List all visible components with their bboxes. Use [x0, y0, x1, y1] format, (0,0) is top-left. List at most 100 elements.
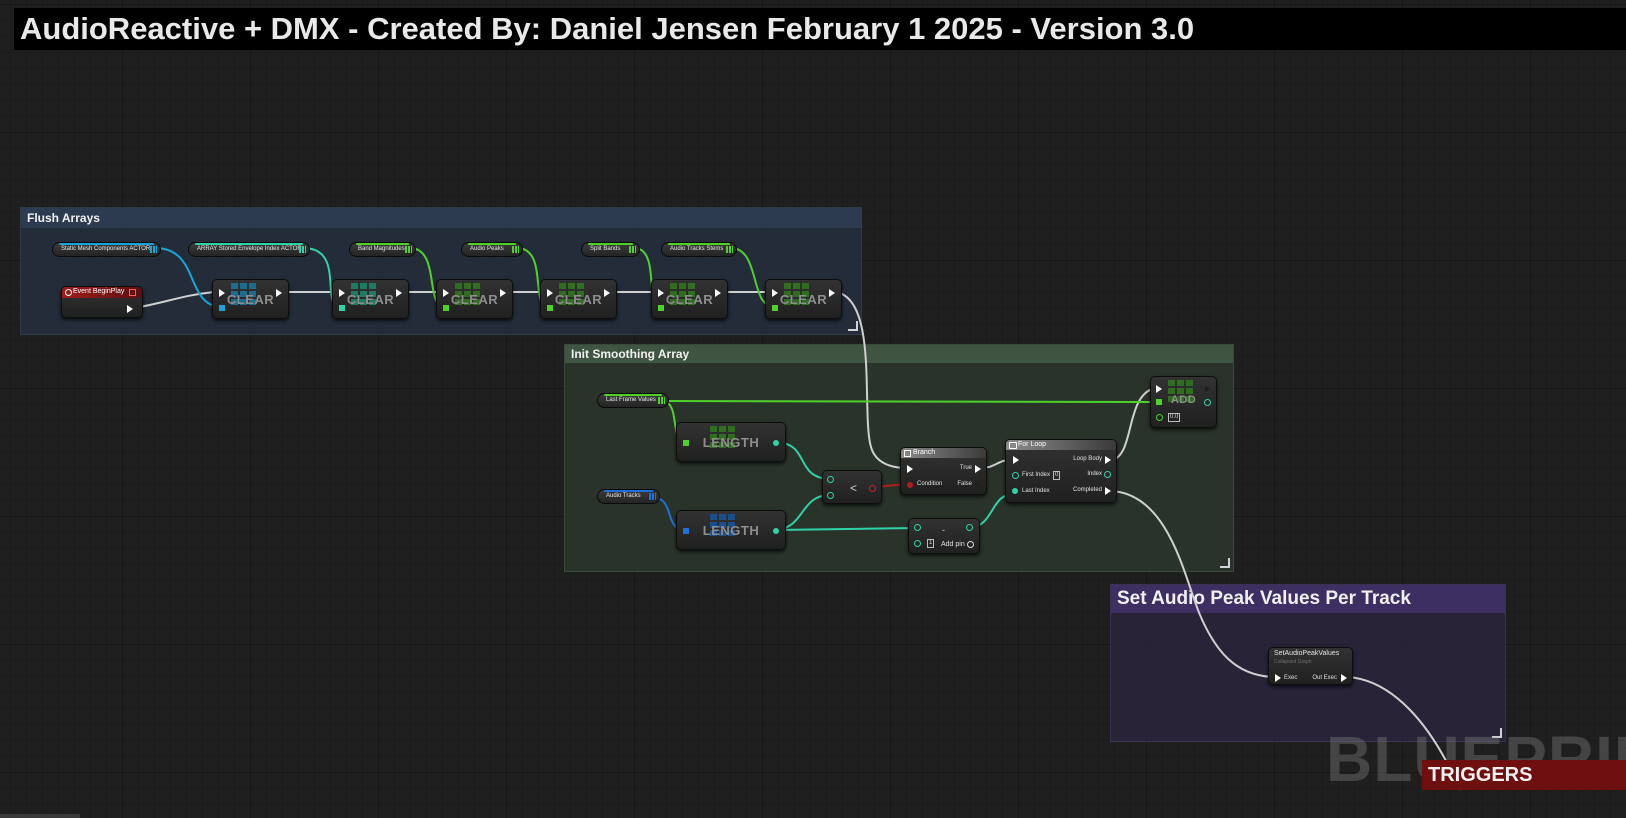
exec-out-pin[interactable]: [500, 289, 506, 297]
false-exec-out-pin[interactable]: [975, 481, 981, 489]
exec-in-pin[interactable]: [772, 289, 778, 297]
subtract-node[interactable]: - 1 Add pin: [908, 518, 980, 554]
array-pin-icon[interactable]: [405, 246, 412, 253]
index-out-pin[interactable]: [1204, 399, 1211, 406]
first-index-field[interactable]: 0: [1053, 471, 1061, 480]
condition-pin[interactable]: [907, 482, 913, 488]
array-in-pin[interactable]: [547, 305, 553, 311]
integer-in-pin-a[interactable]: [827, 476, 834, 483]
exec-in-pin[interactable]: [658, 289, 664, 297]
length-node-audio-tracks[interactable]: LENGTH: [676, 510, 786, 550]
array-add-node[interactable]: 0.0 ADD: [1150, 376, 1217, 428]
variable-static-mesh-components[interactable]: Static Mesh Components ACTOR: [52, 242, 161, 257]
exec-in-pin[interactable]: [339, 289, 345, 297]
integer-out-pin[interactable]: [773, 528, 779, 534]
false-label: False: [957, 481, 972, 487]
exec-in-pin[interactable]: [907, 465, 913, 473]
exec-in-pin[interactable]: [1156, 385, 1162, 393]
exec-out-pin[interactable]: [715, 289, 721, 297]
exec-out-pin[interactable]: [604, 289, 610, 297]
true-exec-out-pin[interactable]: [975, 465, 981, 473]
first-index-pin[interactable]: [1012, 472, 1019, 479]
exec-out-pin[interactable]: [1341, 674, 1347, 682]
last-index-label: Last Index: [1022, 488, 1050, 494]
comment-triggers[interactable]: TRIGGERS: [1422, 760, 1626, 790]
variable-split-bands[interactable]: Split Bands: [581, 242, 640, 257]
array-in-pin[interactable]: [658, 305, 664, 311]
resize-handle[interactable]: [1492, 728, 1502, 738]
clear-node-1[interactable]: CLEAR: [212, 279, 289, 319]
array-pin-icon[interactable]: [299, 246, 306, 253]
array-pin-icon[interactable]: [726, 246, 733, 253]
array-in-pin[interactable]: [443, 305, 449, 311]
last-index-pin[interactable]: [1012, 488, 1018, 494]
clear-node-5[interactable]: CLEAR: [651, 279, 728, 319]
array-pin-icon[interactable]: [150, 246, 157, 253]
exec-out-pin[interactable]: [1205, 385, 1211, 393]
array-in-pin[interactable]: [683, 528, 689, 534]
integer-in-pin-b[interactable]: [827, 492, 834, 499]
clear-node-2[interactable]: CLEAR: [332, 279, 409, 319]
event-begin-play-node[interactable]: Event BeginPlay: [61, 286, 143, 318]
length-node-last-frame[interactable]: LENGTH: [676, 422, 786, 462]
exec-out-pin[interactable]: [829, 289, 835, 297]
clear-node-4[interactable]: CLEAR: [540, 279, 617, 319]
variable-stored-envelope-index[interactable]: ARRAY Stored Envelope Index ACTOR: [188, 242, 310, 257]
for-loop-node[interactable]: For Loop Loop Body First Index 0 Index L…: [1005, 439, 1117, 503]
variable-glow: [356, 243, 409, 245]
for-loop-header: For Loop: [1006, 440, 1116, 450]
comment-title: Init Smoothing Array: [565, 345, 1233, 363]
exec-in-pin[interactable]: [547, 289, 553, 297]
array-in-pin[interactable]: [219, 305, 225, 311]
loop-body-exec-pin[interactable]: [1105, 456, 1111, 464]
variable-audio-tracks[interactable]: Audio Tracks: [597, 489, 660, 504]
resize-handle[interactable]: [848, 321, 858, 331]
collapsed-graph-set-audio-peak[interactable]: SetAudioPeakValues Collapsed Graph Exec …: [1268, 647, 1353, 685]
array-in-pin[interactable]: [339, 305, 345, 311]
index-out-pin[interactable]: [1104, 471, 1111, 478]
clear-node-6[interactable]: CLEAR: [765, 279, 842, 319]
boolean-out-pin[interactable]: [869, 485, 876, 492]
exec-wire: [1111, 387, 1156, 461]
array-in-pin[interactable]: [1156, 399, 1162, 405]
array-in-pin[interactable]: [772, 305, 778, 311]
float-item-pin[interactable]: [1156, 414, 1163, 421]
array-pin-icon[interactable]: [629, 246, 636, 253]
less-than-node[interactable]: <: [822, 470, 882, 504]
delegate-pin-icon[interactable]: [129, 289, 136, 296]
comment-init-smoothing[interactable]: Init Smoothing Array: [564, 344, 1234, 572]
add-pin-label[interactable]: Add pin: [941, 541, 965, 548]
exec-out-pin[interactable]: [127, 305, 133, 313]
array-pin-icon[interactable]: [512, 246, 519, 253]
float-wire: [663, 400, 1159, 403]
exec-in-pin[interactable]: [443, 289, 449, 297]
variable-audio-tracks-stems[interactable]: Audio Tracks Stems: [661, 242, 737, 257]
array-pin-icon[interactable]: [658, 397, 665, 404]
integer-out-pin[interactable]: [773, 440, 779, 446]
branch-node[interactable]: Branch True Condition False: [900, 447, 987, 495]
array-pin-icon[interactable]: [649, 493, 656, 500]
variable-last-frame-values[interactable]: Last Frame Values: [597, 393, 669, 408]
resize-handle[interactable]: [1220, 558, 1230, 568]
exec-out-pin[interactable]: [276, 289, 282, 297]
exec-in-pin[interactable]: [1013, 456, 1019, 464]
variable-audio-peaks[interactable]: Audio Peaks: [461, 242, 523, 257]
exec-in-pin[interactable]: [219, 289, 225, 297]
add-pin-icon[interactable]: [967, 541, 974, 548]
node-label: CLEAR: [226, 292, 275, 307]
exec-in-pin[interactable]: [1275, 674, 1281, 682]
clear-node-3[interactable]: CLEAR: [436, 279, 513, 319]
array-in-pin[interactable]: [683, 440, 689, 446]
completed-exec-pin[interactable]: [1105, 487, 1111, 495]
node-label: LENGTH: [702, 435, 760, 450]
add-value-field[interactable]: 0.0: [1168, 413, 1181, 422]
exec-wire: [139, 291, 215, 308]
subtract-value-field[interactable]: 1: [927, 539, 935, 548]
object-wire: [156, 247, 222, 308]
integer-in-pin-b[interactable]: [914, 540, 921, 547]
variable-band-magnitudes[interactable]: Band Magnitudes: [349, 242, 416, 257]
integer-in-pin-a[interactable]: [914, 524, 921, 531]
integer-out-pin[interactable]: [966, 524, 973, 531]
exec-out-pin[interactable]: [396, 289, 402, 297]
